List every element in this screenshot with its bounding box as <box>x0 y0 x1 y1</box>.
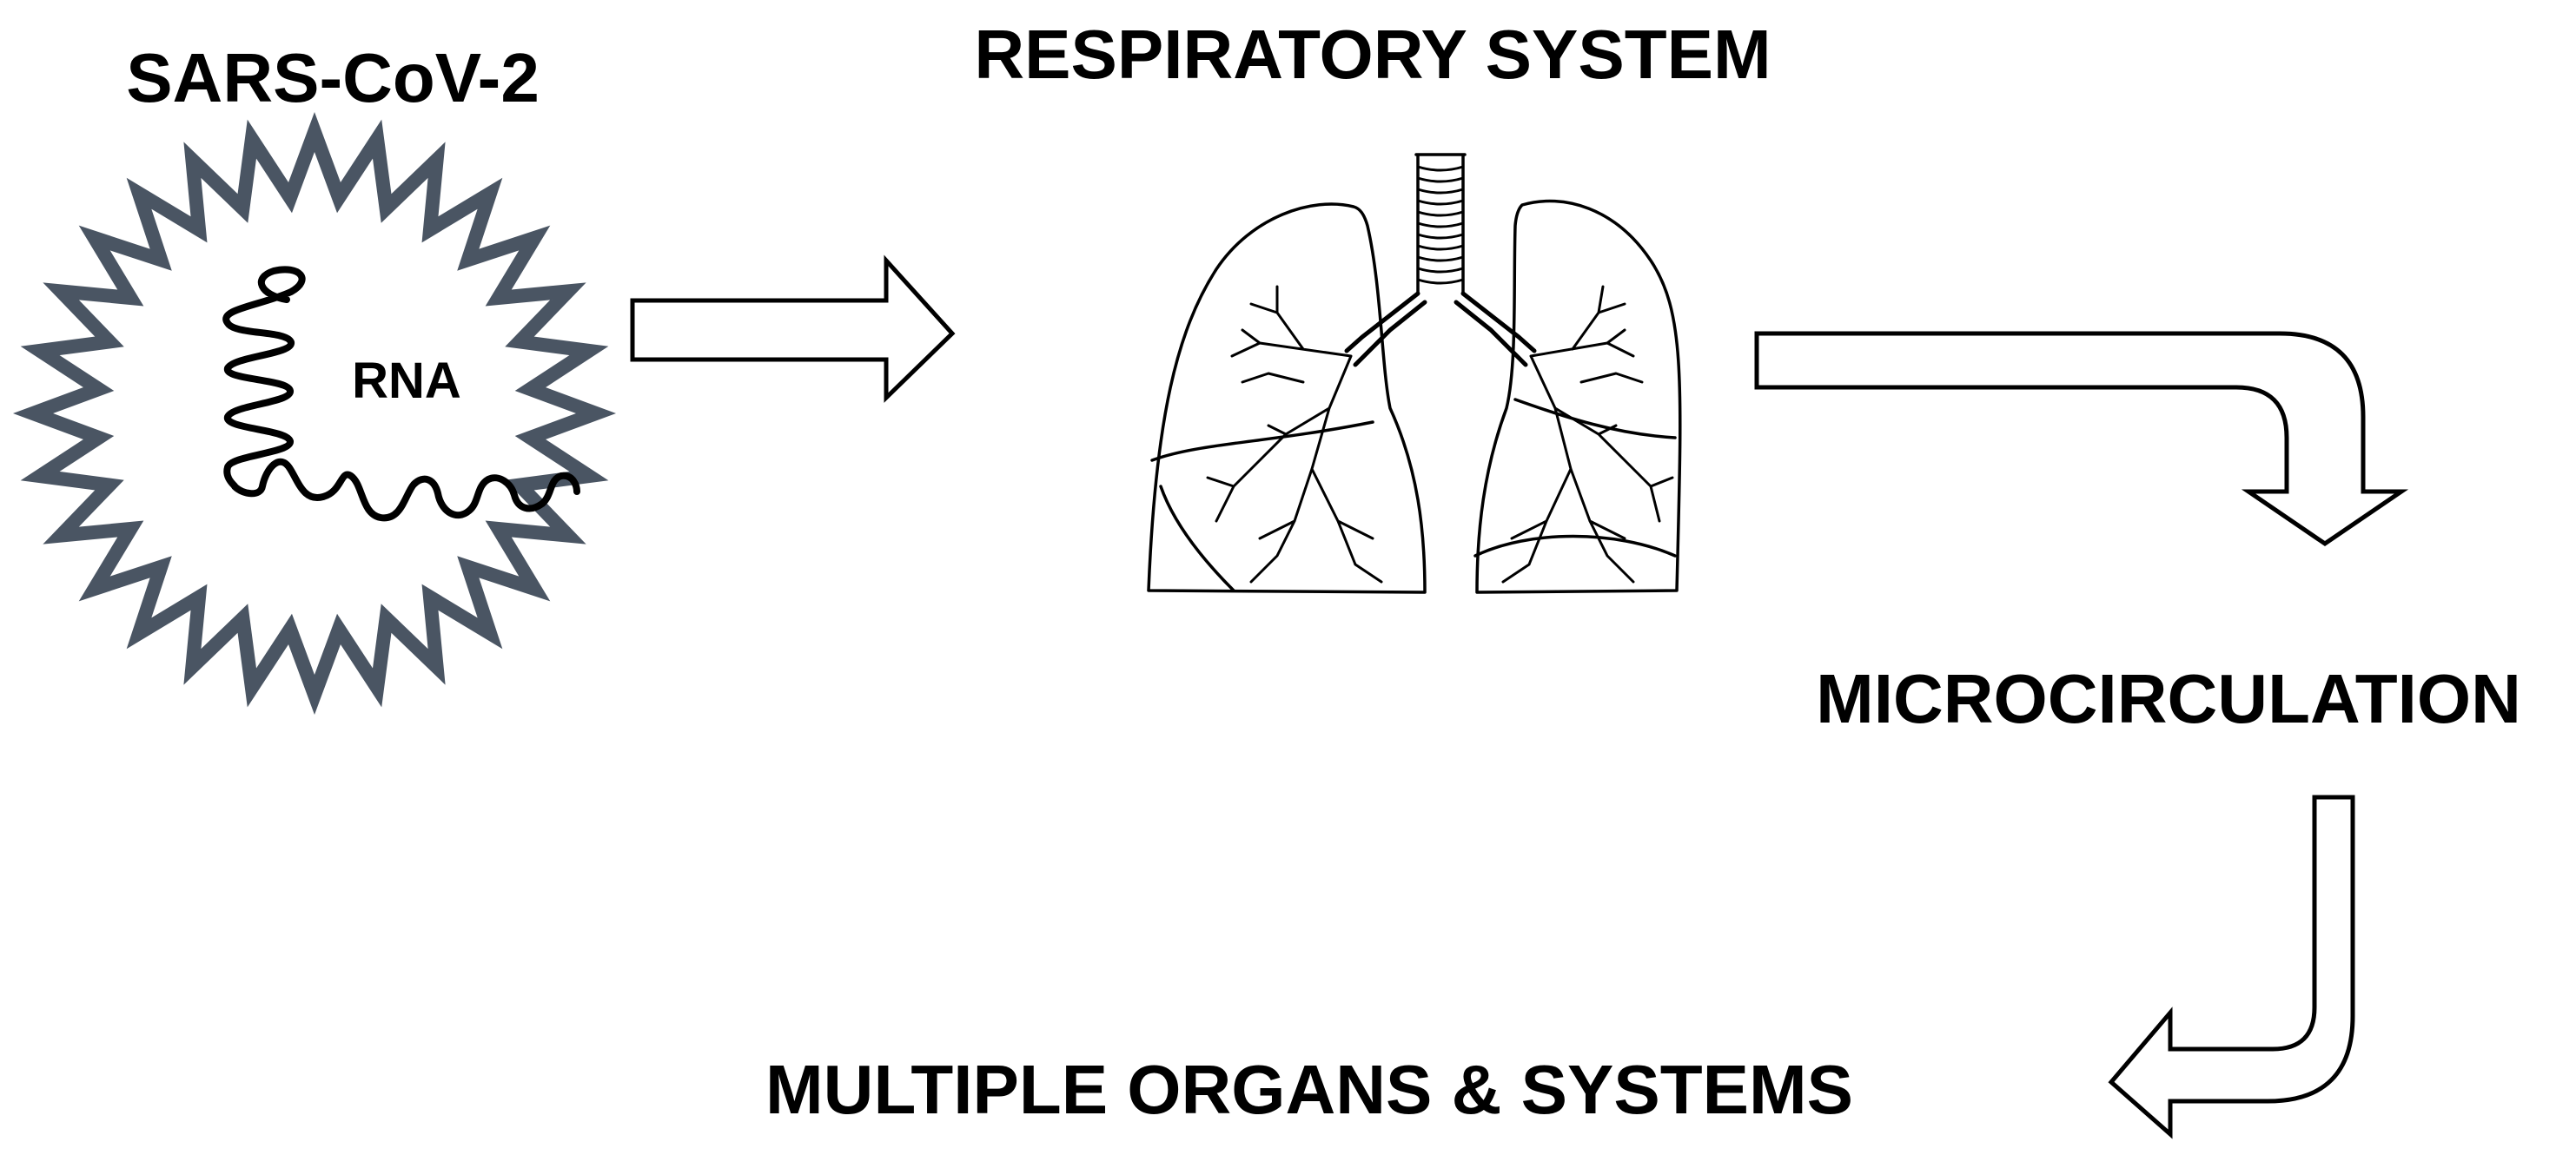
left-bronchial-tree <box>1206 285 1383 584</box>
respiratory-title: RESPIRATORY SYSTEM <box>974 16 1771 93</box>
right-lung <box>1475 199 1682 594</box>
left-lung <box>1147 202 1427 594</box>
right-lung-fissure <box>1513 398 1677 439</box>
left-lung-inner-contour <box>1159 485 1235 592</box>
virus-icon: RNA <box>12 111 617 716</box>
arrow-virus-to-respiratory <box>630 254 956 403</box>
microcirculation-title: MICROCIRCULATION <box>1816 660 2521 737</box>
left-lung-fissure <box>1150 420 1374 462</box>
organs-title: MULTIPLE ORGANS & SYSTEMS <box>765 1051 1853 1128</box>
lungs-icon <box>1147 153 1682 594</box>
arrow-microcirculation-to-organs <box>2108 795 2355 1139</box>
virus-envelope <box>12 111 617 716</box>
rna-strand-icon <box>222 266 580 522</box>
right-lung-base-contour <box>1473 534 1677 558</box>
arrow-respiratory-to-microcirculation <box>1754 331 2409 547</box>
virus-title: SARS-CoV-2 <box>126 39 540 116</box>
right-bronchial-tree <box>1501 285 1674 584</box>
main-bronchi <box>1344 291 1537 367</box>
rna-label: RNA <box>352 353 461 409</box>
trachea-rings <box>1416 165 1465 285</box>
